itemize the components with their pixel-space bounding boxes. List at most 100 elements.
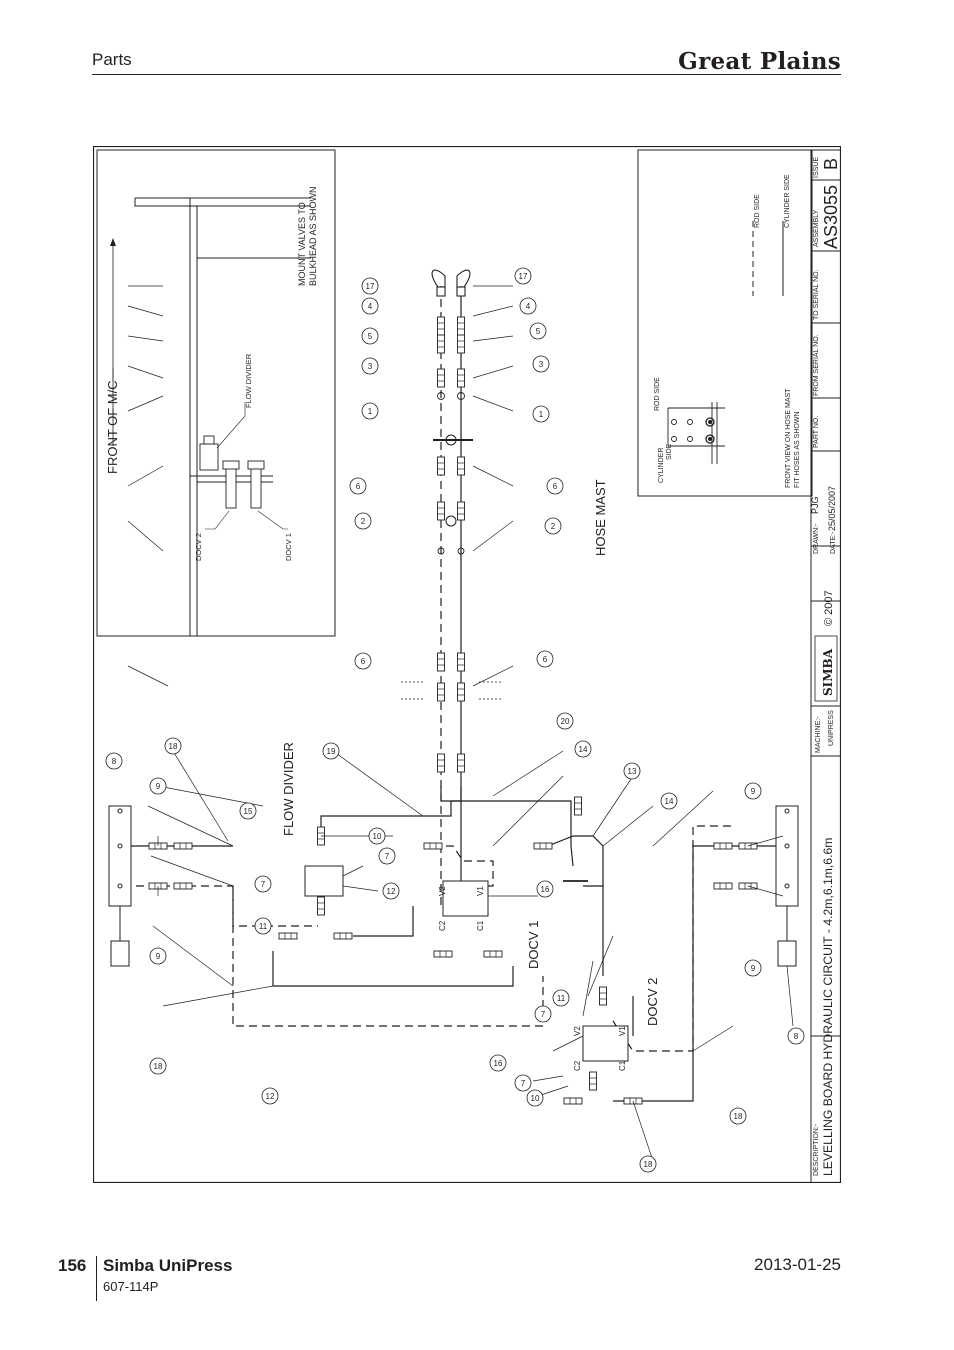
callout-7-d: 7 — [521, 1079, 526, 1088]
flow-divider-label: FLOW DIVIDER — [281, 742, 296, 836]
callout-18-c: 18 — [734, 1112, 743, 1121]
callout-16-b: 16 — [494, 1059, 503, 1068]
issue-label: ISSUE — [813, 157, 820, 178]
simba-logo-text: SIMBA — [821, 648, 835, 696]
legend-cylinder-side: CYLINDER SIDE — [784, 174, 791, 228]
docv1-port-c2: C2 — [438, 920, 447, 931]
callout-6: 6 — [356, 482, 361, 491]
inset-docv2-label: DOCV 2 — [194, 533, 203, 561]
docv1-port-v1: V1 — [476, 886, 485, 896]
simba-logo — [814, 635, 838, 702]
callout-1: 1 — [368, 407, 373, 416]
section-label: Parts — [92, 50, 132, 69]
callout-12-b: 12 — [266, 1092, 275, 1101]
callout-14: 14 — [579, 745, 588, 754]
docv-inset-icon — [222, 460, 265, 509]
drawn-value: PJG — [810, 496, 820, 514]
callout-19: 19 — [327, 747, 336, 756]
callout-11-b: 11 — [557, 994, 566, 1003]
callout-17: 17 — [366, 282, 375, 291]
from-serial-label: FROM SERIAL NO. — [813, 334, 820, 396]
header-divider — [92, 74, 841, 75]
date-value: 25/05/2007 — [827, 486, 837, 531]
left-cylinder — [108, 805, 132, 967]
mount-valves-line2: BULKHEAD AS SHOWN — [308, 186, 318, 286]
docv1-block — [442, 880, 489, 917]
callout-5-b: 5 — [536, 327, 541, 336]
callout-7: 7 — [385, 852, 390, 861]
front-of-mc-label: FRONT OF M/C — [105, 380, 120, 474]
callout-14-b: 14 — [665, 797, 674, 806]
callout-3-b: 3 — [539, 360, 544, 369]
upper-hose-columns — [440, 286, 462, 906]
docv2-port-c2: C2 — [573, 1060, 582, 1071]
callout-5: 5 — [368, 332, 373, 341]
callout-8-b: 8 — [794, 1032, 799, 1041]
callouts: 17 4 5 3 1 6 2 17 4 5 3 1 6 2 6 6 20 14 … — [105, 267, 805, 1173]
assembly-label: ASSEMBLY — [813, 209, 820, 247]
hydraulic-circuit-drawing: FRONT OF M/C MOUNT VALVES TO BULKHEAD AS… — [93, 146, 841, 1183]
callout-1-b: 1 — [539, 410, 544, 419]
part-no-label: PART NO. — [813, 416, 820, 448]
docv2-port-v1: V1 — [618, 1026, 627, 1036]
side-label: SIDE — [666, 443, 673, 460]
callout-16: 16 — [541, 885, 550, 894]
callout-9-b: 9 — [156, 952, 161, 961]
title-block — [810, 149, 841, 1183]
hose-mast-plate — [667, 402, 725, 464]
callout-6-c: 6 — [361, 657, 366, 666]
callout-12: 12 — [387, 887, 396, 896]
mount-valves-line1: MOUNT VALVES TO — [297, 202, 307, 286]
hose-end-loops — [431, 269, 471, 297]
drawn-label: DRAWN:- — [813, 523, 820, 554]
callout-6-b: 6 — [553, 482, 558, 491]
cylinder-side-label: CYLINDER — [658, 448, 665, 483]
callout-4-b: 4 — [526, 302, 531, 311]
description-label: DESCRIPTION:- — [813, 1123, 820, 1176]
legend-rod-side: ROD SIDE — [754, 194, 761, 228]
bulkhead-nuts — [401, 681, 501, 700]
footer-code: 607-114P — [103, 1279, 159, 1294]
docv2-port-v2: V2 — [573, 1026, 582, 1036]
issue-value: B — [821, 158, 841, 170]
footer-date: 2013-01-25 — [754, 1255, 841, 1274]
docv2-port-c1: C1 — [618, 1060, 627, 1071]
date-label: DATE:- — [830, 531, 837, 554]
hose-mast-label: HOSE MAST — [593, 479, 608, 556]
docv2-label: DOCV 2 — [645, 978, 660, 1026]
copyright-text: © 2007 — [823, 590, 835, 626]
legend — [752, 221, 784, 296]
docv2-block — [582, 1025, 629, 1062]
callout-18: 18 — [169, 742, 178, 751]
machine-value: UNIPRESS — [828, 710, 835, 746]
assembly-value: AS3055 — [821, 185, 841, 249]
callout-7-b: 7 — [261, 880, 266, 889]
docv1-label: DOCV 1 — [526, 921, 541, 969]
callout-6-d: 6 — [543, 655, 548, 664]
callout-10-b: 10 — [531, 1094, 540, 1103]
inset-docv1-label: DOCV 1 — [284, 533, 293, 561]
front-view-line1: FRONT VIEW ON HOSE MAST — [785, 388, 792, 488]
brand-logo-text: Great Plains — [678, 48, 841, 75]
to-serial-label: TO SERIAL NO. — [813, 269, 820, 320]
callout-10: 10 — [373, 832, 382, 841]
callout-20: 20 — [561, 717, 570, 726]
docv1-port-v2: V2 — [438, 886, 447, 896]
callout-9-c: 9 — [751, 787, 756, 796]
footer-divider — [96, 1256, 97, 1301]
footer-title: Simba UniPress — [103, 1256, 233, 1275]
flow-divider-inset-icon — [199, 435, 219, 471]
callout-3: 3 — [368, 362, 373, 371]
callout-9: 9 — [156, 782, 161, 791]
callout-2-b: 2 — [551, 522, 556, 531]
callout-13: 13 — [628, 767, 637, 776]
description-value: LEVELLING BOARD HYDRAULIC CIRCUIT - 4.2m… — [821, 838, 835, 1176]
inset-flow-divider-label: FLOW DIVIDER — [244, 353, 253, 408]
callout-7-c: 7 — [541, 1010, 546, 1019]
callout-11: 11 — [259, 922, 268, 931]
right-cylinder — [775, 805, 799, 967]
callout-2: 2 — [361, 517, 366, 526]
callout-8: 8 — [112, 757, 117, 766]
callout-leaders — [127, 285, 794, 1162]
machine-label: MACHINE:- — [815, 716, 822, 753]
